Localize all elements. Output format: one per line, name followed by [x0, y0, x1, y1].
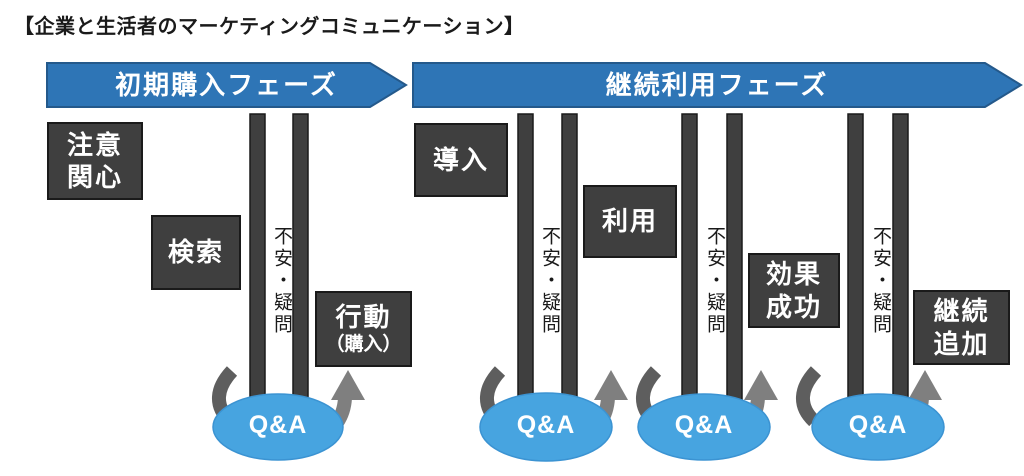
anxiety-bar: [561, 113, 578, 411]
step-box-continue-add: 継続 追加: [913, 290, 1010, 365]
phase-label-continuous-use: 継続利用フェーズ: [605, 70, 829, 100]
step-label: 注意 関心: [66, 129, 123, 193]
anxiety-bar: [847, 113, 864, 411]
step-box-usage: 利用: [583, 185, 677, 258]
anxiety-label: 不安・疑問: [271, 226, 292, 336]
qa-label: Q&A: [248, 411, 308, 439]
arrow-up-head: [594, 370, 628, 400]
qa-label: Q&A: [516, 411, 576, 439]
step-label: 継続 追加: [933, 296, 990, 359]
anxiety-label: 不安・疑問: [539, 226, 560, 336]
anxiety-bar: [892, 113, 909, 411]
step-label: 導入: [432, 144, 489, 175]
arrow-into-qa: [796, 366, 822, 427]
step-box-action-purchase: 行動 （購入）: [315, 291, 412, 367]
qa-ellipse: [811, 393, 945, 461]
step-box-effect-success: 効果 成功: [748, 253, 840, 328]
arrow-up-head: [908, 370, 942, 400]
step-label: 行動: [335, 302, 392, 333]
step-box-introduction: 導入: [414, 123, 508, 197]
step-label: 効果 成功: [765, 259, 822, 322]
step-sub-label: （購入）: [325, 333, 402, 355]
step-label: 検索: [167, 237, 224, 268]
anxiety-bar: [249, 113, 266, 411]
diagram-title: 【企業と生活者のマーケティングコミュニケーション】: [14, 16, 525, 38]
arrow-up-head: [331, 370, 365, 400]
anxiety-bar: [517, 113, 534, 411]
qa-ellipse: [637, 393, 771, 461]
step-label: 利用: [601, 206, 658, 237]
anxiety-bar: [726, 113, 743, 411]
phase-label-initial-purchase: 初期購入フェーズ: [115, 70, 338, 100]
qa-label: Q&A: [674, 411, 734, 439]
anxiety-bar: [292, 113, 309, 411]
phase-arrow-continuous-use: [412, 62, 1023, 108]
step-box-attention-interest: 注意 関心: [47, 122, 143, 200]
qa-label: Q&A: [848, 411, 908, 439]
phase-arrow-initial-purchase: [46, 62, 408, 108]
qa-ellipse: [212, 393, 344, 461]
anxiety-bar: [681, 113, 698, 411]
step-box-search: 検索: [151, 215, 241, 290]
qa-ellipse: [479, 392, 613, 462]
arrow-up-head: [744, 370, 778, 400]
anxiety-label: 不安・疑問: [870, 226, 891, 336]
anxiety-label: 不安・疑問: [704, 226, 725, 336]
